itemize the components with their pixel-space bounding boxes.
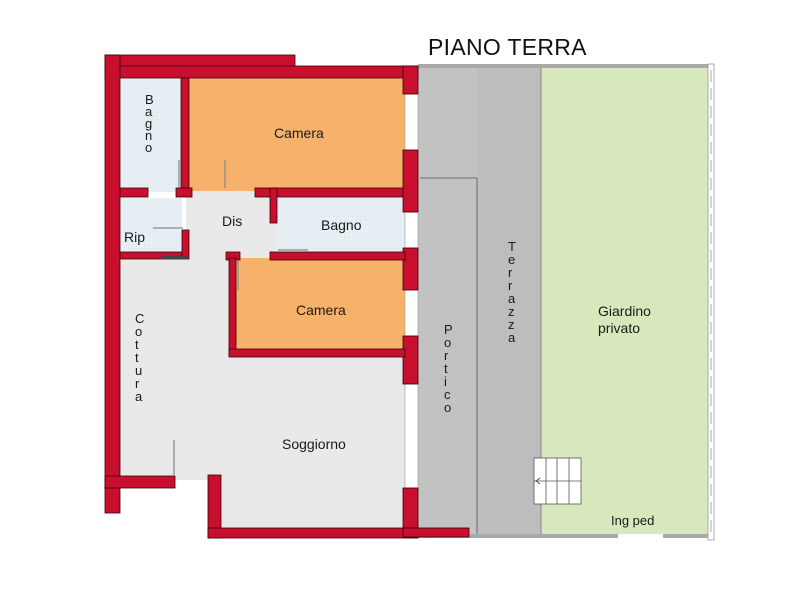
room-label-rip: Rip [124,229,145,245]
walls [104,54,470,539]
room-label-camera-2: Camera [296,302,346,318]
stairs [533,457,582,505]
floor-title: PIANO TERRA [428,34,587,60]
living-floor [120,256,406,528]
storage-floor [120,198,182,253]
room-label-dis: Dis [222,213,242,229]
bedroom-1-floor [188,78,406,191]
bathroom-1-floor [120,78,182,192]
room-label-soggiorno: Soggiorno [282,436,346,452]
portico-area [418,67,477,534]
bedroom-2-floor [234,258,406,350]
room-label-giardino: Giardino privato [598,303,655,336]
garden-area [541,67,708,534]
room-label-ing-ped: Ing ped [611,513,654,528]
room-label-bagno-2: Bagno [321,217,362,233]
bathroom-2-floor [276,196,406,252]
terrace-area [477,67,541,534]
room-label-camera-1: Camera [274,125,324,141]
